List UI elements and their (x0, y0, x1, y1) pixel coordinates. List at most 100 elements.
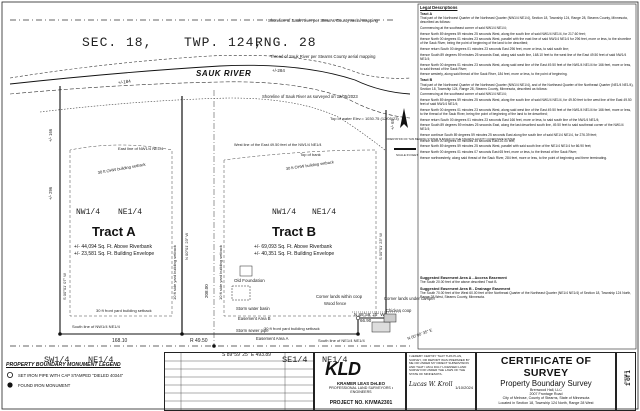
legend-row-found: FOUND IRON MONUMENT (6, 381, 156, 389)
certificate-loc: Located in Section 18, Township 124 Nort… (498, 400, 594, 405)
easement-a-text: The South 20.00 feet of the above descri… (420, 280, 498, 285)
legal-b-line: thence continue South 89 degrees 59 minu… (420, 133, 597, 138)
legal-box-border (417, 3, 637, 350)
monument-4 (355, 315, 361, 321)
quarter-nw-right: NW1/4 (272, 208, 296, 217)
quarter-ne-right: NE1/4 (312, 208, 336, 217)
river-thread-line (9, 64, 411, 95)
dim-284: +/-284 (272, 68, 285, 73)
dim-208: 208.00 (204, 284, 209, 298)
monument-2 (180, 332, 184, 336)
legal-a-line: thence North 00 degrees 01 minutes 23 se… (420, 62, 632, 71)
monument-1 (58, 332, 62, 336)
open-circle-icon (7, 372, 13, 378)
legend-title: PROPERTY BOUNDARY MONUMENT LEGEND (6, 362, 121, 368)
legal-a-line: thence North 00 degrees 01 minutes 23 se… (420, 37, 632, 46)
tract-a-heading: Tract A (420, 12, 433, 17)
tract-a-area2: +/- 23,581 Sq. Ft. Building Envelope (74, 251, 154, 257)
tract-b-boundary (181, 96, 387, 335)
legal-descriptions: Legal Descriptions Tract A That part of … (420, 6, 634, 274)
shed-structure (239, 265, 253, 277)
dim-168: 168.10 (112, 338, 128, 344)
note-riverbank-setback-a: 30 ft OHW building setback (97, 162, 146, 175)
title-block: KLD KRAMER LEAS DeLEO PROFESSIONAL LAND … (0, 352, 640, 411)
note-shoreline-surveyed: Shoreline of Sauk River as surveyed on 1… (262, 94, 358, 99)
legend-row-set: SET IRON PIPE WITH CAP STAMPED "DIELED 4… (6, 371, 156, 379)
note-top-bank: Top of bank (300, 152, 321, 157)
legal-a-line: thence return South 00 degrees 01 minute… (420, 47, 569, 52)
note-riverbank-setback-b: 30 ft OHW building setback (285, 159, 334, 171)
monument-5 (212, 344, 216, 348)
sec-label: SEC. 18, (82, 35, 152, 50)
quarter-ne-left: NE1/4 (118, 208, 142, 217)
tract-b-area2: +/- 40,351 Sq. Ft. Building Envelope (254, 251, 334, 257)
note-easement-a: Easement Area A (256, 336, 289, 341)
certificate-heading: CERTIFICATE OF SURVEY (500, 355, 592, 379)
legal-b-line: thence North 89 degrees 59 minutes 25 se… (420, 144, 592, 149)
bearing-4: N 00°00' 35" E (407, 327, 433, 341)
certification-statement: I HEREBY CERTIFY THAT THIS PLAN, SURVEY,… (406, 352, 476, 411)
certificate-city: City of Melrose, County of Stearns, Stat… (502, 396, 590, 401)
note-side-yard-a: 10 ft side yard building setback (172, 245, 177, 300)
quarter-ne-bottom: NE1/4 (88, 355, 114, 365)
dim-r4950: R 49.50 (190, 338, 208, 344)
easement-b-text: The South 70.00 feet of the West 60.00 f… (420, 291, 632, 300)
legal-b-line: thence North 00 degrees 01 minutes 07 se… (420, 150, 578, 155)
firm-name: KRAMER LEAS DeLEO PROFESSIONAL LAND SURV… (319, 381, 403, 394)
quarter-sw: SW1/4 (44, 355, 70, 365)
note-west-line-ne: West line of the East 49.50 feet of the … (234, 143, 322, 147)
dim-6690: 66.90 (360, 318, 372, 323)
quarter-se: SE1/4 (282, 355, 308, 365)
setback-tract-b (223, 149, 377, 317)
legal-b-line: thence northwesterly, along said thread … (420, 155, 608, 160)
legal-a-line: That part of the Northwest Quarter of th… (420, 16, 628, 25)
easement-b-heading: Suggested Easement Area B - Drainage Eas… (420, 287, 511, 292)
bearing-1: S 00°01' 07" W (62, 273, 67, 300)
legend-found-label: FOUND IRON MONUMENT (18, 382, 71, 388)
revisions-table (164, 352, 314, 411)
quarter-nw-left: NW1/4 (76, 208, 100, 217)
setback-tract-a (69, 144, 173, 317)
note-east-line-nw: East line of NW1/4 NE1/4 (118, 146, 164, 151)
camper-structure (383, 313, 397, 323)
legal-b-line: thence North 00 degrees 01 minutes 23 se… (420, 107, 632, 116)
legal-b-line: That part of the Northwest Quarter of th… (420, 82, 634, 91)
dim-296: +/- 296 (48, 186, 53, 200)
tract-b-heading: Tract B (420, 78, 433, 83)
firm-name-text: KRAMER LEAS DeLEO (336, 381, 386, 386)
dim-65: +/- 65 (390, 119, 395, 130)
note-storm-basin: Storm water basin (236, 306, 270, 311)
legal-title: Legal Descriptions (420, 6, 458, 10)
tract-a-title: Tract A (92, 224, 136, 239)
note-south-line-nw: South line of NW1/4 NE1/4 (72, 324, 121, 329)
cert-statement-text: I HEREBY CERTIFY THAT THIS PLAN, SURVEY,… (409, 354, 470, 376)
easement-descriptions: Suggested Easement Area A - Access Easem… (420, 276, 634, 299)
chicken-coop-structure (371, 321, 391, 333)
tract-b-area1: +/- 69,093 Sq. Ft. Above Riverbank (254, 244, 332, 250)
note-orientation: ORIENTATION OF THIS BEARING SYSTEM IS BA… (386, 137, 515, 141)
legal-b-line: thence North 89 degrees 59 minutes 25 se… (420, 98, 632, 107)
note-south-line-ne: South line of NE1/4 NE1/4 (318, 338, 365, 343)
note-shoreline-county: Shoreline of Sauk River per Stearns Coun… (268, 18, 379, 23)
note-thread-county: Thread of Sauk River per Stearns County … (270, 54, 376, 59)
note-chicken-coop: Chicken coop (386, 308, 412, 313)
certificate-sub: Property Boundary Survey (500, 379, 592, 388)
north-arrow-icon (400, 108, 408, 128)
bearing-2: N 00°01' 23" W (184, 233, 189, 260)
dim-south-bearing: S 89°59' 25" E 493.89 (222, 352, 271, 358)
note-easement-b: Easement Area B (238, 316, 271, 321)
twp-label: TWP. 124, (184, 35, 263, 50)
tract-b-title: Tract B (272, 224, 316, 239)
dim-n89: N 89°59' 25" W (354, 312, 385, 317)
rng-label: RNG. 28 (255, 35, 317, 50)
firm-tagline: PROFESSIONAL LAND SURVEYORS • ENGINEERS (328, 386, 394, 394)
legal-b-line: Commencing at the southeast corner of sa… (420, 92, 507, 97)
monument-3 (356, 332, 360, 336)
bearing-3: S 00°01' 23" W (378, 233, 383, 260)
legal-a-line: Commencing at the southeast corner of sa… (420, 25, 507, 30)
sheet-value: 1 of 1 (626, 370, 632, 386)
legal-a-line: thence South 89 degrees 59 minutes 25 se… (420, 52, 627, 61)
note-corner-camper: Corner lands under camper (384, 296, 436, 301)
legal-b-line: thence North 00 degrees 00 minutes 35 se… (420, 138, 516, 143)
